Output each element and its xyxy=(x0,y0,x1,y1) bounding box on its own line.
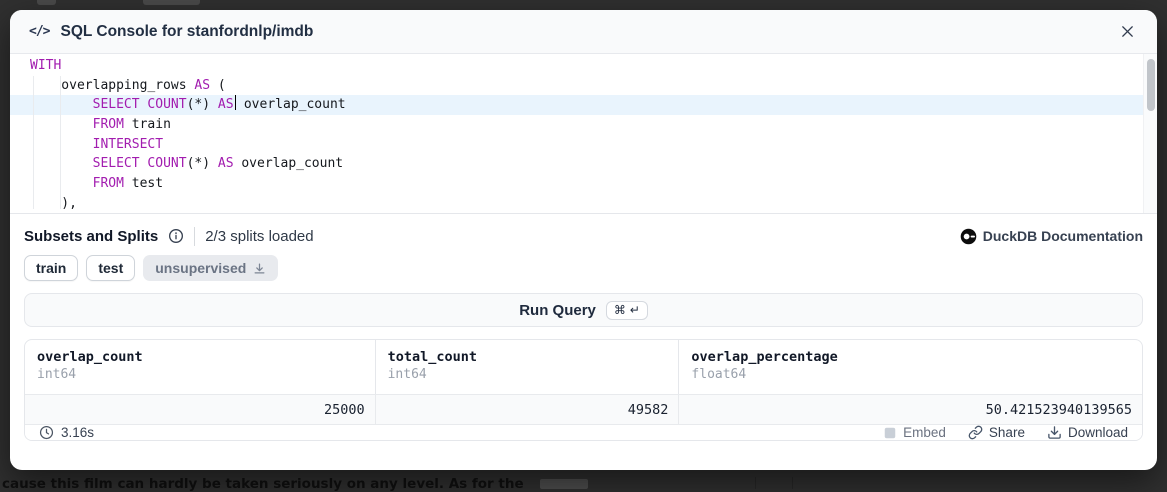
result-actions: Embed Share Download xyxy=(883,425,1128,440)
code-line-active: SELECT COUNT(*) AS overlap_count xyxy=(92,95,346,113)
modal-header: </> SQL Console for stanfordnlp/imdb xyxy=(10,10,1157,54)
vertical-divider xyxy=(194,226,196,246)
query-duration-value: 3.16s xyxy=(61,425,95,440)
split-pill-train[interactable]: train xyxy=(24,255,79,281)
embed-button[interactable]: Embed xyxy=(883,425,946,440)
close-button[interactable] xyxy=(1117,21,1138,42)
code-icon: </> xyxy=(29,24,51,39)
code-line: overlapping_rows AS ( xyxy=(30,77,226,93)
background-page-text: cause this film can hardly be taken seri… xyxy=(2,476,524,492)
console-body: Subsets and Splits 2/3 splits loaded Duc… xyxy=(10,214,1157,470)
text-cursor xyxy=(234,95,237,111)
dimmed-background-element xyxy=(143,0,200,5)
editor-scrollbar[interactable] xyxy=(1143,54,1157,213)
results-table: overlap_count int64 total_count int64 ov… xyxy=(24,339,1143,441)
indent-guide xyxy=(60,76,61,209)
splits-loaded-status: 2/3 splits loaded xyxy=(205,227,314,245)
embed-icon xyxy=(884,427,896,438)
results-header-row: overlap_count int64 total_count int64 ov… xyxy=(25,340,1142,394)
results-data-row: 25000 49582 50.421523940139565 xyxy=(25,394,1142,425)
dimmed-background-element xyxy=(540,479,588,489)
duckdb-logo-icon xyxy=(960,228,977,244)
code-line: FROM test xyxy=(92,176,164,192)
cell-total-count: 49582 xyxy=(374,395,679,424)
code-content: WITH overlapping_rows AS ( SELECT COUNT(… xyxy=(10,54,1157,213)
download-icon xyxy=(1048,426,1061,439)
close-icon xyxy=(1122,26,1133,37)
code-line: INTERSECT xyxy=(92,136,164,152)
link-icon xyxy=(968,425,983,440)
split-pill-unsupervised[interactable]: unsupervised xyxy=(143,255,279,281)
subsets-bar: Subsets and Splits 2/3 splits loaded Duc… xyxy=(24,224,1143,248)
download-icon xyxy=(254,263,265,273)
subsets-title: Subsets and Splits xyxy=(24,227,159,245)
column-header-overlap-count[interactable]: overlap_count int64 xyxy=(37,349,143,382)
info-button[interactable] xyxy=(168,228,184,244)
cell-overlap-count: 25000 xyxy=(323,401,365,418)
code-line: SELECT COUNT(*) AS overlap_count xyxy=(92,156,344,172)
run-query-label: Run Query xyxy=(519,301,596,319)
run-query-button[interactable]: Run Query ⌘ ↵ xyxy=(24,293,1143,327)
clock-icon xyxy=(39,425,54,440)
modal-title: SQL Console for stanfordnlp/imdb xyxy=(60,22,314,40)
column-header-overlap-percentage[interactable]: overlap_percentage float64 xyxy=(678,340,1142,394)
active-line-highlight xyxy=(10,95,1143,116)
split-pill-test[interactable]: test xyxy=(86,255,136,281)
code-line: FROM train xyxy=(92,117,171,133)
cell-overlap-percentage: 50.421523940139565 xyxy=(678,395,1142,424)
dimmed-background-divider xyxy=(792,477,793,489)
keyboard-shortcut-badge: ⌘ ↵ xyxy=(605,300,648,320)
info-icon xyxy=(169,229,184,243)
sql-console-modal: </> SQL Console for stanfordnlp/imdb WIT… xyxy=(10,10,1157,470)
code-line: WITH xyxy=(30,58,62,73)
splits-row: train test unsupervised xyxy=(24,255,1143,281)
duckdb-documentation-link[interactable]: DuckDB Documentation xyxy=(960,228,1143,245)
dimmed-background-divider xyxy=(755,477,756,489)
query-duration: 3.16s xyxy=(39,425,94,440)
dimmed-background-element xyxy=(37,0,56,5)
download-button[interactable]: Download xyxy=(1047,425,1128,440)
duckdb-documentation-label: DuckDB Documentation xyxy=(982,228,1143,244)
column-header-total-count[interactable]: total_count int64 xyxy=(374,340,679,394)
sql-editor[interactable]: WITH overlapping_rows AS ( SELECT COUNT(… xyxy=(10,54,1157,214)
results-footer: 3.16s Embed Share Download xyxy=(25,425,1142,440)
code-line: ), xyxy=(30,195,77,211)
share-button[interactable]: Share xyxy=(968,425,1025,440)
scrollbar-thumb[interactable] xyxy=(1147,59,1155,111)
indent-guide xyxy=(33,76,34,209)
